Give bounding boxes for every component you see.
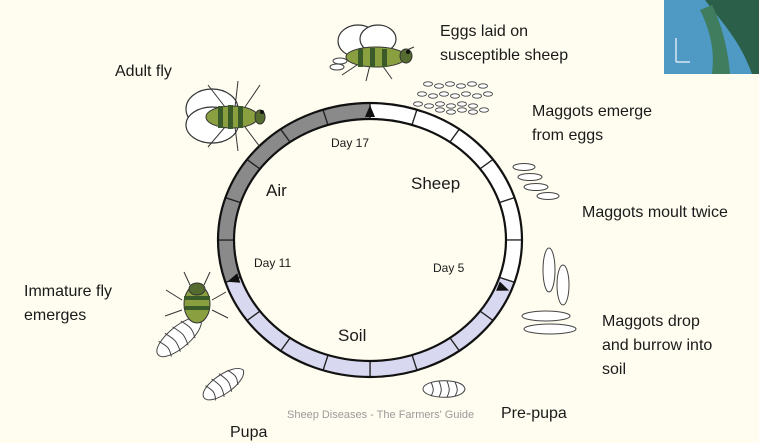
corner-photo [664, 0, 759, 74]
egg [425, 104, 434, 108]
egg [480, 108, 489, 112]
eggs-cluster-icon [414, 82, 493, 114]
day-5-label: Day 5 [433, 261, 465, 275]
egg-laying-fly-icon [330, 25, 414, 81]
pupa-icon [198, 361, 250, 407]
maggots-emerge-icon [513, 164, 559, 200]
stage-label-maggots-moult: Maggots moult twice [582, 204, 728, 221]
egg [447, 110, 456, 114]
egg [440, 92, 449, 96]
credit-text: Sheep Diseases - The Farmers' Guide [287, 409, 474, 421]
egg [418, 92, 427, 96]
egg [429, 94, 438, 98]
zone-label-sheep: Sheep [411, 174, 460, 193]
egg [473, 94, 482, 98]
stage-label-maggots-emerge: Maggots emerge from eggs [532, 103, 657, 144]
ring-segment [499, 240, 522, 282]
egg [469, 104, 478, 108]
ring-outline [234, 119, 506, 361]
egg [424, 82, 433, 86]
maggots-moult-icon [543, 248, 569, 305]
egg [414, 102, 423, 106]
egg [436, 108, 445, 112]
day-17-label: Day 17 [331, 136, 369, 150]
egg [451, 94, 460, 98]
day-11-label: Day 11 [254, 256, 291, 270]
ring-segment [247, 129, 290, 169]
ring-segment [450, 311, 493, 351]
egg [435, 84, 444, 88]
zone-label-air: Air [266, 181, 287, 200]
adult-fly-icon [186, 81, 265, 151]
egg [462, 92, 471, 96]
ring-segment [218, 198, 241, 240]
egg [479, 84, 488, 88]
stage-label-adult-fly: Adult fly [115, 63, 172, 80]
immature-fly-icon [150, 272, 228, 364]
ring-segment [499, 198, 522, 240]
egg [458, 108, 467, 112]
pre-pupa-icon [423, 381, 465, 398]
stage-label-maggots-drop: Maggots drop and burrow into soil [602, 313, 717, 378]
egg [457, 84, 466, 88]
egg [458, 102, 467, 106]
egg [436, 102, 445, 106]
stage-label-immature-fly: Immature fly emerges [24, 283, 116, 324]
cycle-ring [218, 103, 522, 377]
egg [468, 82, 477, 86]
ring-segment [450, 129, 493, 169]
ring-segment [247, 311, 290, 351]
maggots-drop-icon [522, 311, 576, 334]
egg [469, 110, 478, 114]
egg [484, 92, 493, 96]
stage-label-pre-pupa: Pre-pupa [501, 405, 567, 422]
stage-label-eggs-laid: Eggs laid on susceptible sheep [440, 23, 568, 64]
egg [446, 82, 455, 86]
egg [447, 104, 456, 108]
zone-label-soil: Soil [338, 326, 366, 345]
stage-label-pupa: Pupa [230, 424, 267, 441]
